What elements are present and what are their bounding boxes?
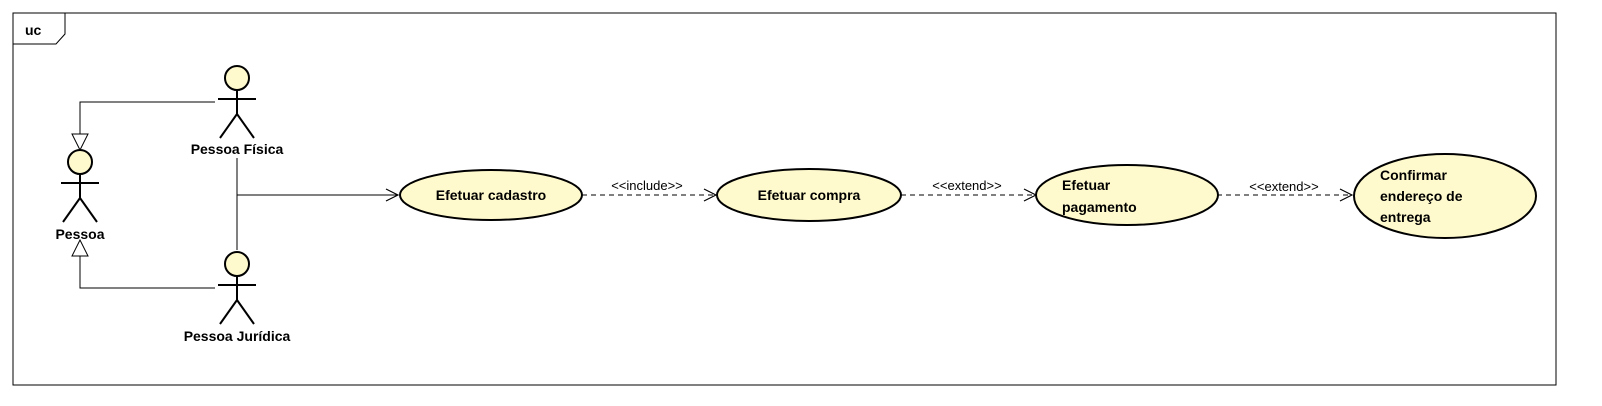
usecase-confirmar-endereco[interactable]: Confirmar endereço de entrega (1353, 153, 1537, 239)
actor-pessoa-label: Pessoa (55, 226, 104, 242)
relation-extend-pagamento-label: <<extend>> (932, 178, 1001, 193)
usecase-confirmar-endereco-line2: endereço de (1380, 188, 1463, 204)
usecase-efetuar-cadastro-label: Efetuar cadastro (436, 187, 546, 203)
actor-pessoa-fisica-label: Pessoa Física (191, 141, 284, 157)
usecase-efetuar-cadastro[interactable]: Efetuar cadastro (399, 169, 583, 221)
usecase-confirmar-endereco-line1: Confirmar (1380, 167, 1447, 183)
association-actors-cadastro (236, 158, 398, 250)
usecase-efetuar-pagamento-line2: pagamento (1062, 199, 1137, 215)
usecase-confirmar-endereco-line3: entrega (1380, 209, 1431, 225)
usecase-efetuar-compra[interactable]: Efetuar compra (716, 168, 902, 222)
actor-pessoa-fisica[interactable]: Pessoa Física (191, 65, 284, 157)
generalization-pessoa-juridica (71, 238, 215, 289)
relation-include-label: <<include>> (611, 178, 683, 193)
usecase-efetuar-pagamento[interactable]: Efetuar pagamento (1035, 164, 1219, 226)
actor-pessoa[interactable]: Pessoa (55, 149, 105, 242)
relation-extend-endereco-label: <<extend>> (1249, 179, 1318, 194)
actor-pessoa-juridica[interactable]: Pessoa Jurídica (184, 251, 291, 344)
usecase-efetuar-pagamento-line1: Efetuar (1062, 177, 1111, 193)
relation-extend-pagamento: <<extend>> (901, 178, 1036, 195)
diagram-frame: uc (12, 12, 1557, 386)
relation-include: <<include>> (582, 178, 716, 195)
generalization-pessoa-fisica (71, 101, 215, 152)
usecase-efetuar-compra-label: Efetuar compra (758, 187, 861, 203)
frame-label: uc (25, 22, 42, 38)
relation-extend-endereco: <<extend>> (1217, 179, 1352, 195)
actor-pessoa-juridica-label: Pessoa Jurídica (184, 328, 291, 344)
